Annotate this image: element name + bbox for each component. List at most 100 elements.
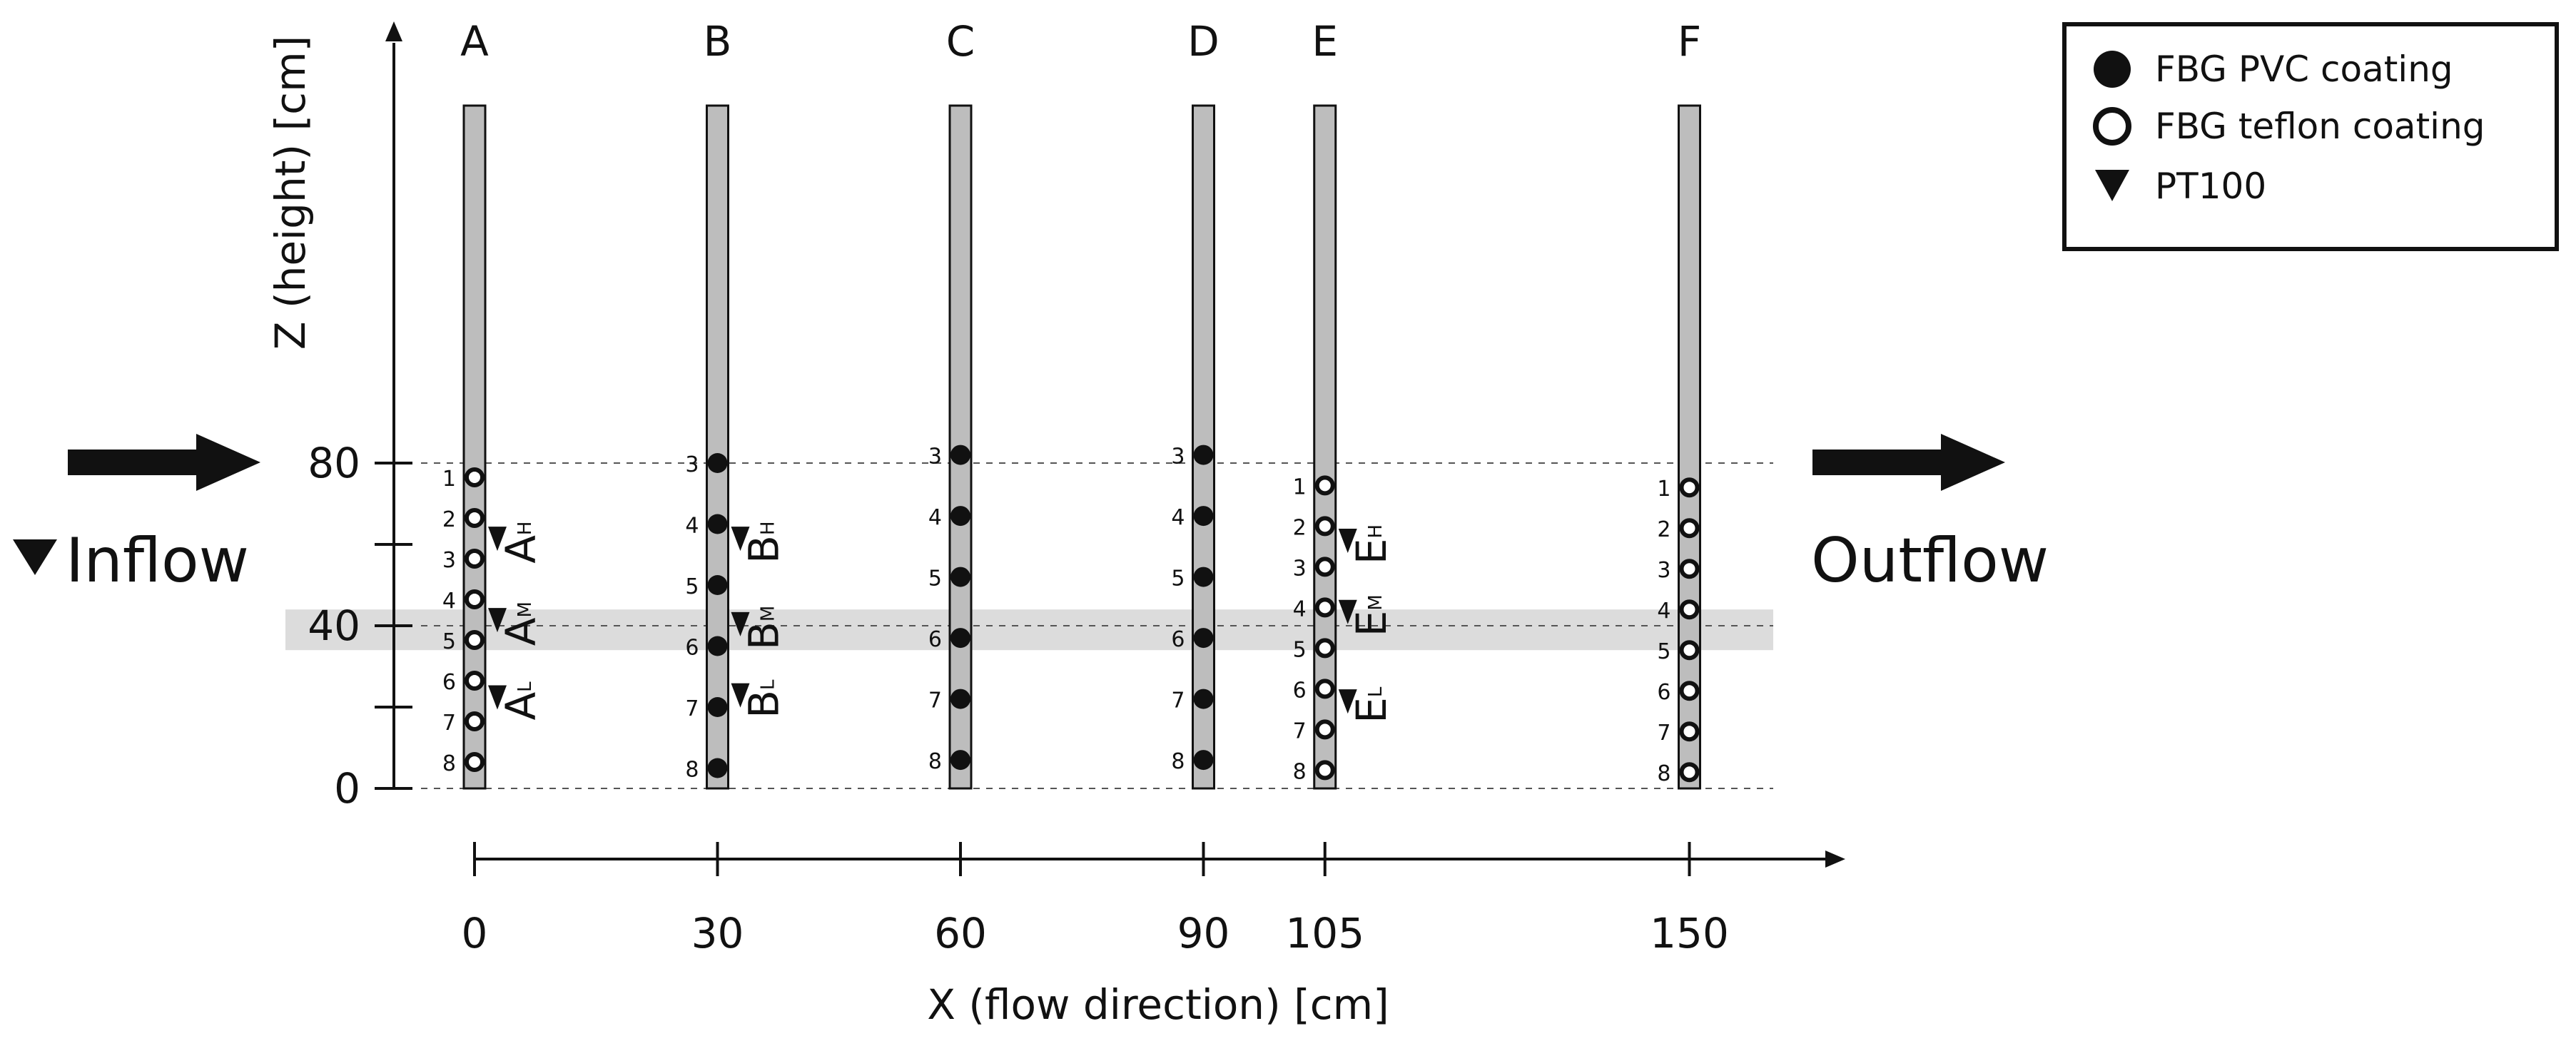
x-tick-label: 150 [1650, 909, 1729, 958]
pt100-label-sub: M [1365, 594, 1386, 610]
pt100-label-sub: M [758, 606, 779, 621]
legend-label-pt100: PT100 [2155, 166, 2266, 207]
sensor-number: 5 [1657, 639, 1670, 664]
pt100-label: EM [1347, 594, 1396, 636]
pt100-label-main: E [1347, 697, 1396, 723]
inflow-label: Inflow [66, 525, 249, 596]
sensor-number: 7 [1657, 721, 1670, 746]
teflon-sensor-dot [1314, 597, 1335, 618]
sensor-number: 8 [1293, 759, 1307, 784]
teflon-sensor-dot [1314, 638, 1335, 659]
column-label: A [460, 17, 489, 66]
pvc-sensor-dot [1193, 750, 1214, 771]
pt100-triangle-icon [731, 527, 750, 552]
pt100-triangle-icon [731, 611, 750, 636]
sensor-number: 4 [928, 505, 942, 530]
pt100-triangle-icon [1338, 689, 1357, 714]
pvc-sensor-dot [950, 567, 970, 587]
pt100-label-sub: H [514, 522, 536, 536]
sensor-number: 7 [685, 696, 699, 721]
teflon-sensor-dot [1679, 640, 1700, 661]
z-tick-label: 40 [308, 601, 360, 650]
sensor-number: 4 [1293, 596, 1307, 621]
sensor-number: 8 [1171, 749, 1185, 774]
pvc-sensor-dot [950, 689, 970, 709]
pvc-sensor-dot [707, 697, 728, 717]
sensor-number: 6 [685, 636, 699, 661]
z-tick-label: 80 [308, 439, 360, 487]
legend-label-pvc: FBG PVC coating [2155, 49, 2453, 90]
pt100-label-main: E [1347, 611, 1396, 637]
legend-label-teflon: FBG teflon coating [2155, 106, 2485, 147]
sensor-number: 2 [1293, 515, 1307, 540]
sensor-number: 8 [1657, 761, 1670, 786]
teflon-sensor-dot [1314, 557, 1335, 577]
teflon-sensor-dot [1314, 475, 1335, 496]
pt100-label: BL [740, 679, 788, 718]
pt100-triangle-icon [731, 683, 750, 708]
pvc-sensor-dot [950, 445, 970, 465]
teflon-sensor-dot [465, 589, 485, 609]
column-label: B [704, 17, 732, 66]
inflow-indicator: Inflow [13, 434, 260, 596]
pt100-triangle-icon [488, 685, 507, 710]
column-label: E [1312, 17, 1338, 66]
pt100-triangle-icon [1338, 599, 1357, 624]
inflow-triangle-icon [13, 539, 57, 575]
pvc-sensor-dot [707, 575, 728, 595]
teflon-sensor-dot [465, 629, 485, 650]
sensor-number: 3 [1293, 556, 1307, 581]
x-axis-label: X (flow direction) [cm] [927, 980, 1389, 1029]
sensor-number: 8 [685, 758, 699, 783]
x-tick-label: 60 [934, 909, 987, 958]
inflow-arrow-icon [68, 434, 260, 491]
x-tick-label: 105 [1285, 909, 1364, 958]
pvc-sensor-dot [1193, 628, 1214, 649]
sensor-number: 6 [928, 627, 942, 652]
sensor-number: 6 [1293, 678, 1307, 703]
sensor-number: 3 [1657, 558, 1670, 583]
highlight-band [285, 609, 1773, 651]
sensor-number: 1 [1293, 474, 1307, 499]
x-tick-label: 0 [462, 909, 488, 958]
sensor-number: 3 [1171, 445, 1185, 469]
sensor-number: 1 [442, 467, 456, 492]
sensor-number: 4 [685, 514, 699, 539]
sensor-number: 5 [1171, 567, 1185, 591]
sensor-number: 7 [1171, 689, 1185, 714]
sensor-columns: A12345678AHAMALB345678BHBMBLC345678D3456… [442, 17, 1701, 790]
sensor-number: 5 [685, 574, 699, 599]
sensor-number: 4 [1171, 505, 1185, 530]
pt100-label-main: B [740, 621, 788, 650]
pvc-sensor-dot [950, 628, 970, 649]
pvc-sensor-dot [1193, 506, 1214, 527]
pt100-label-sub: L [758, 679, 779, 690]
pvc-sensor-dot [1193, 567, 1214, 587]
teflon-sensor-dot [1679, 559, 1700, 579]
pt100-label: BM [740, 606, 788, 650]
sensor-number: 6 [1657, 680, 1670, 705]
sensor-number: 7 [442, 711, 456, 736]
teflon-sensor-dot [465, 751, 485, 772]
filled-circle-icon [2094, 51, 2131, 88]
pt100-label: EL [1347, 686, 1396, 723]
x-axis-arrowhead [1825, 850, 1845, 868]
teflon-sensor-dot [1679, 762, 1700, 783]
outflow-arrow-icon [1812, 434, 2005, 491]
pt100-label-sub: H [758, 521, 779, 535]
pt100-label-main: E [1347, 538, 1396, 564]
sensor-number: 7 [1293, 718, 1307, 743]
column-label: F [1678, 17, 1701, 66]
pvc-sensor-dot [1193, 445, 1214, 465]
sensor-number: 4 [442, 589, 456, 614]
sensor-number: 1 [1657, 477, 1670, 502]
down-triangle-icon [2095, 170, 2129, 201]
pvc-sensor-dot [950, 750, 970, 771]
pt100-label-main: A [497, 692, 545, 721]
x-tick-label: 90 [1177, 909, 1230, 958]
pt100-label-sub: L [514, 681, 536, 692]
